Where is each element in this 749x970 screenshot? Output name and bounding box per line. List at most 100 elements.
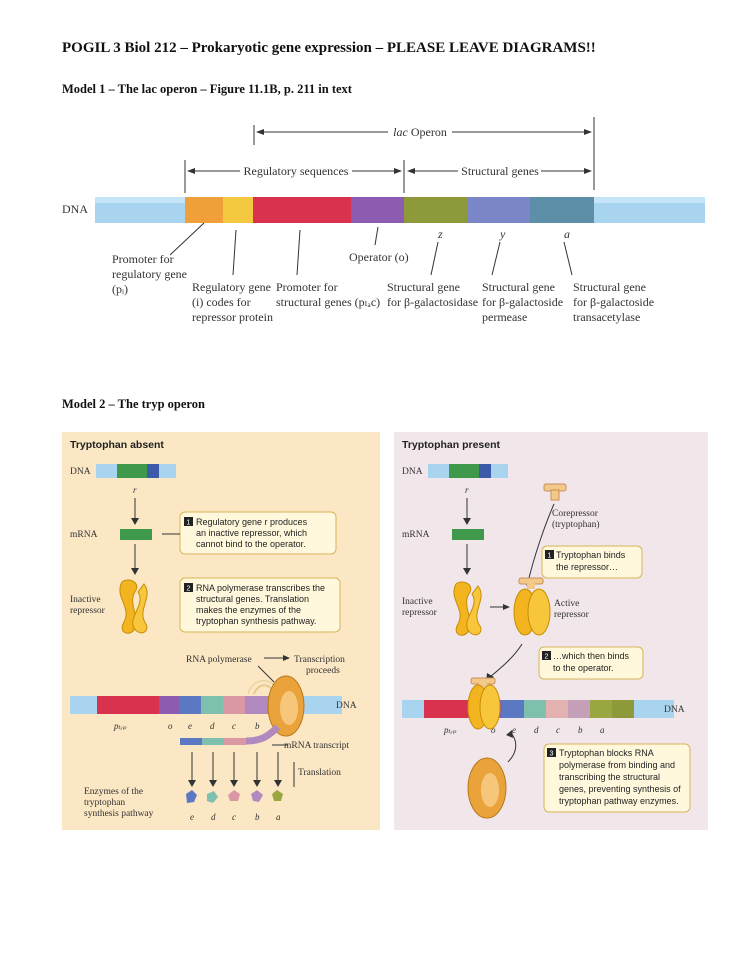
transcription-label: Transcription <box>294 655 345 665</box>
svg-text:permease: permease <box>482 310 527 324</box>
svg-text:repressor: repressor <box>402 608 438 618</box>
page-title: POGIL 3 Biol 212 – Prokaryotic gene expr… <box>62 40 596 56</box>
svg-text:d: d <box>534 725 539 735</box>
svg-text:Structural gene: Structural gene <box>573 280 646 294</box>
svg-text:for β-galactoside: for β-galactoside <box>573 295 654 309</box>
callout-1: 1 Regulatory gene r produces an inactive… <box>179 511 337 555</box>
svg-text:(i) codes for: (i) codes for <box>192 295 251 309</box>
svg-text:cannot bind to the operator.: cannot bind to the operator. <box>196 539 306 549</box>
lac-operon-diagram: lac Operon Regulatory sequences Structur… <box>62 117 705 324</box>
label-operator: Operator (o) <box>349 250 409 264</box>
promoter-structural-segment <box>253 197 351 223</box>
label-gene-z: Structural gene for β-galactosidase <box>387 280 478 309</box>
tryp-absent-title: Tryptophan absent <box>70 439 164 451</box>
enzymes-label: Enzymes of the <box>84 786 143 797</box>
bound-repressor-icon <box>467 677 501 730</box>
label-promoter-regulatory: Promoter for regulatory gene (pᵢ) <box>112 252 187 296</box>
rna-polymerase-icon <box>247 675 305 737</box>
svg-text:makes the enzymes of the: makes the enzymes of the <box>196 605 301 615</box>
label-regulatory-gene: Regulatory gene (i) codes for repressor … <box>192 280 273 324</box>
blocked-rna-polymerase-icon <box>467 757 507 819</box>
svg-text:for β-galactosidase: for β-galactosidase <box>387 295 478 309</box>
svg-text:structural genes (pₗₐc): structural genes (pₗₐc) <box>276 295 380 309</box>
corepressor-icon <box>543 483 567 501</box>
svg-text:2: 2 <box>187 586 191 593</box>
callout-2: 2 …which then binds to the operator. <box>538 646 644 680</box>
svg-text:o: o <box>491 725 496 735</box>
tryp-present-panel: Tryptophan present DNA r mRNA Corepresso… <box>394 432 708 830</box>
svg-text:Structural gene: Structural gene <box>482 280 555 294</box>
svg-text:Promoter for: Promoter for <box>276 280 338 294</box>
translation-label: Translation <box>298 768 341 778</box>
active-repressor-icon <box>513 577 551 636</box>
svg-text:b: b <box>255 812 260 822</box>
mrna-transcript-label: mRNA transcript <box>284 741 350 751</box>
svg-text:1: 1 <box>187 520 191 527</box>
svg-text:(pᵢ): (pᵢ) <box>112 282 128 296</box>
callout-2: 2 RNA polymerase transcribes the structu… <box>179 577 341 633</box>
svg-text:e: e <box>190 812 194 822</box>
tryp-absent-panel: Tryptophan absent DNA r mRNA Inactive re… <box>62 432 380 830</box>
trp-operon-dna-present <box>402 700 674 718</box>
svg-text:polymerase from binding and: polymerase from binding and <box>559 760 675 770</box>
inactive-repressor-icon <box>119 579 148 634</box>
svg-text:repressor: repressor <box>554 610 590 620</box>
p-trp-label: pₜᵣₚ <box>113 721 127 731</box>
svg-text:Tryptophan blocks RNA: Tryptophan blocks RNA <box>559 748 654 758</box>
gene-y-letter: y <box>499 227 506 241</box>
svg-text:genes, preventing synthesis of: genes, preventing synthesis of <box>559 784 681 794</box>
svg-text:2: 2 <box>545 654 549 661</box>
svg-text:transacetylase: transacetylase <box>573 310 640 324</box>
svg-text:c: c <box>556 725 560 735</box>
gene-z-segment <box>404 197 467 223</box>
svg-text:Tryptophan binds: Tryptophan binds <box>556 550 626 560</box>
svg-text:o: o <box>168 721 173 731</box>
svg-text:tryptophan: tryptophan <box>84 798 125 808</box>
small-dna-label: DNA <box>70 467 91 477</box>
mrna-bar <box>120 529 152 540</box>
corepressor-label: Corepressor <box>552 509 599 519</box>
inactive-repressor-label: Inactive <box>402 597 433 607</box>
svg-text:c: c <box>232 721 236 731</box>
label-promoter-structural: Promoter for structural genes (pₗₐc) <box>276 280 380 309</box>
svg-text:b: b <box>255 721 260 731</box>
model2-heading: Model 2 – The tryp operon <box>62 397 205 411</box>
active-repressor-label: Active <box>554 599 579 609</box>
svg-text:d: d <box>210 721 215 731</box>
translation-arrows <box>188 752 295 787</box>
svg-text:tryptophan pathway enzymes.: tryptophan pathway enzymes. <box>559 796 679 806</box>
svg-text:an inactive repressor, which: an inactive repressor, which <box>196 528 307 538</box>
svg-text:…which then binds: …which then binds <box>553 651 630 661</box>
svg-text:regulatory gene: regulatory gene <box>112 267 187 281</box>
lac-operon-label: lac Operon <box>393 125 447 139</box>
svg-text:1: 1 <box>548 553 552 560</box>
svg-text:a: a <box>276 812 281 822</box>
callout-1: 1 Tryptophan binds the repressor… <box>541 545 643 579</box>
gene-a-letter: a <box>564 227 570 241</box>
promoter-regulatory-segment <box>185 197 223 223</box>
svg-text:e: e <box>512 725 516 735</box>
svg-text:Regulatory gene: Regulatory gene <box>192 280 271 294</box>
svg-text:Regulatory gene r produces: Regulatory gene r produces <box>196 517 308 527</box>
svg-text:a: a <box>600 725 605 735</box>
svg-text:to the operator.: to the operator. <box>553 663 614 673</box>
tryp-present-title: Tryptophan present <box>402 439 501 451</box>
callout-3: 3 Tryptophan blocks RNA polymerase from … <box>543 743 691 813</box>
svg-text:3: 3 <box>550 751 554 758</box>
model1-heading: Model 1 – The lac operon – Figure 11.1B,… <box>62 82 352 96</box>
gene-y-segment <box>467 197 530 223</box>
svg-text:Structural gene: Structural gene <box>387 280 460 294</box>
svg-text:d: d <box>211 812 216 822</box>
structural-genes-label: Structural genes <box>461 164 539 178</box>
rna-polymerase-label: RNA polymerase <box>186 655 252 665</box>
gene-r-segment <box>117 464 147 478</box>
svg-text:transcribing the structural: transcribing the structural <box>559 772 660 782</box>
regulatory-sequences-label: Regulatory sequences <box>244 164 349 178</box>
inactive-repressor-icon <box>453 581 482 636</box>
small-dna-label: DNA <box>402 467 423 477</box>
dna-right-label: DNA <box>664 705 685 715</box>
regulatory-gene-segment <box>223 197 253 223</box>
label-gene-a: Structural gene for β-galactoside transa… <box>573 280 654 324</box>
svg-text:r: r <box>465 485 469 495</box>
svg-text:RNA polymerase transcribes the: RNA polymerase transcribes the <box>196 583 325 593</box>
